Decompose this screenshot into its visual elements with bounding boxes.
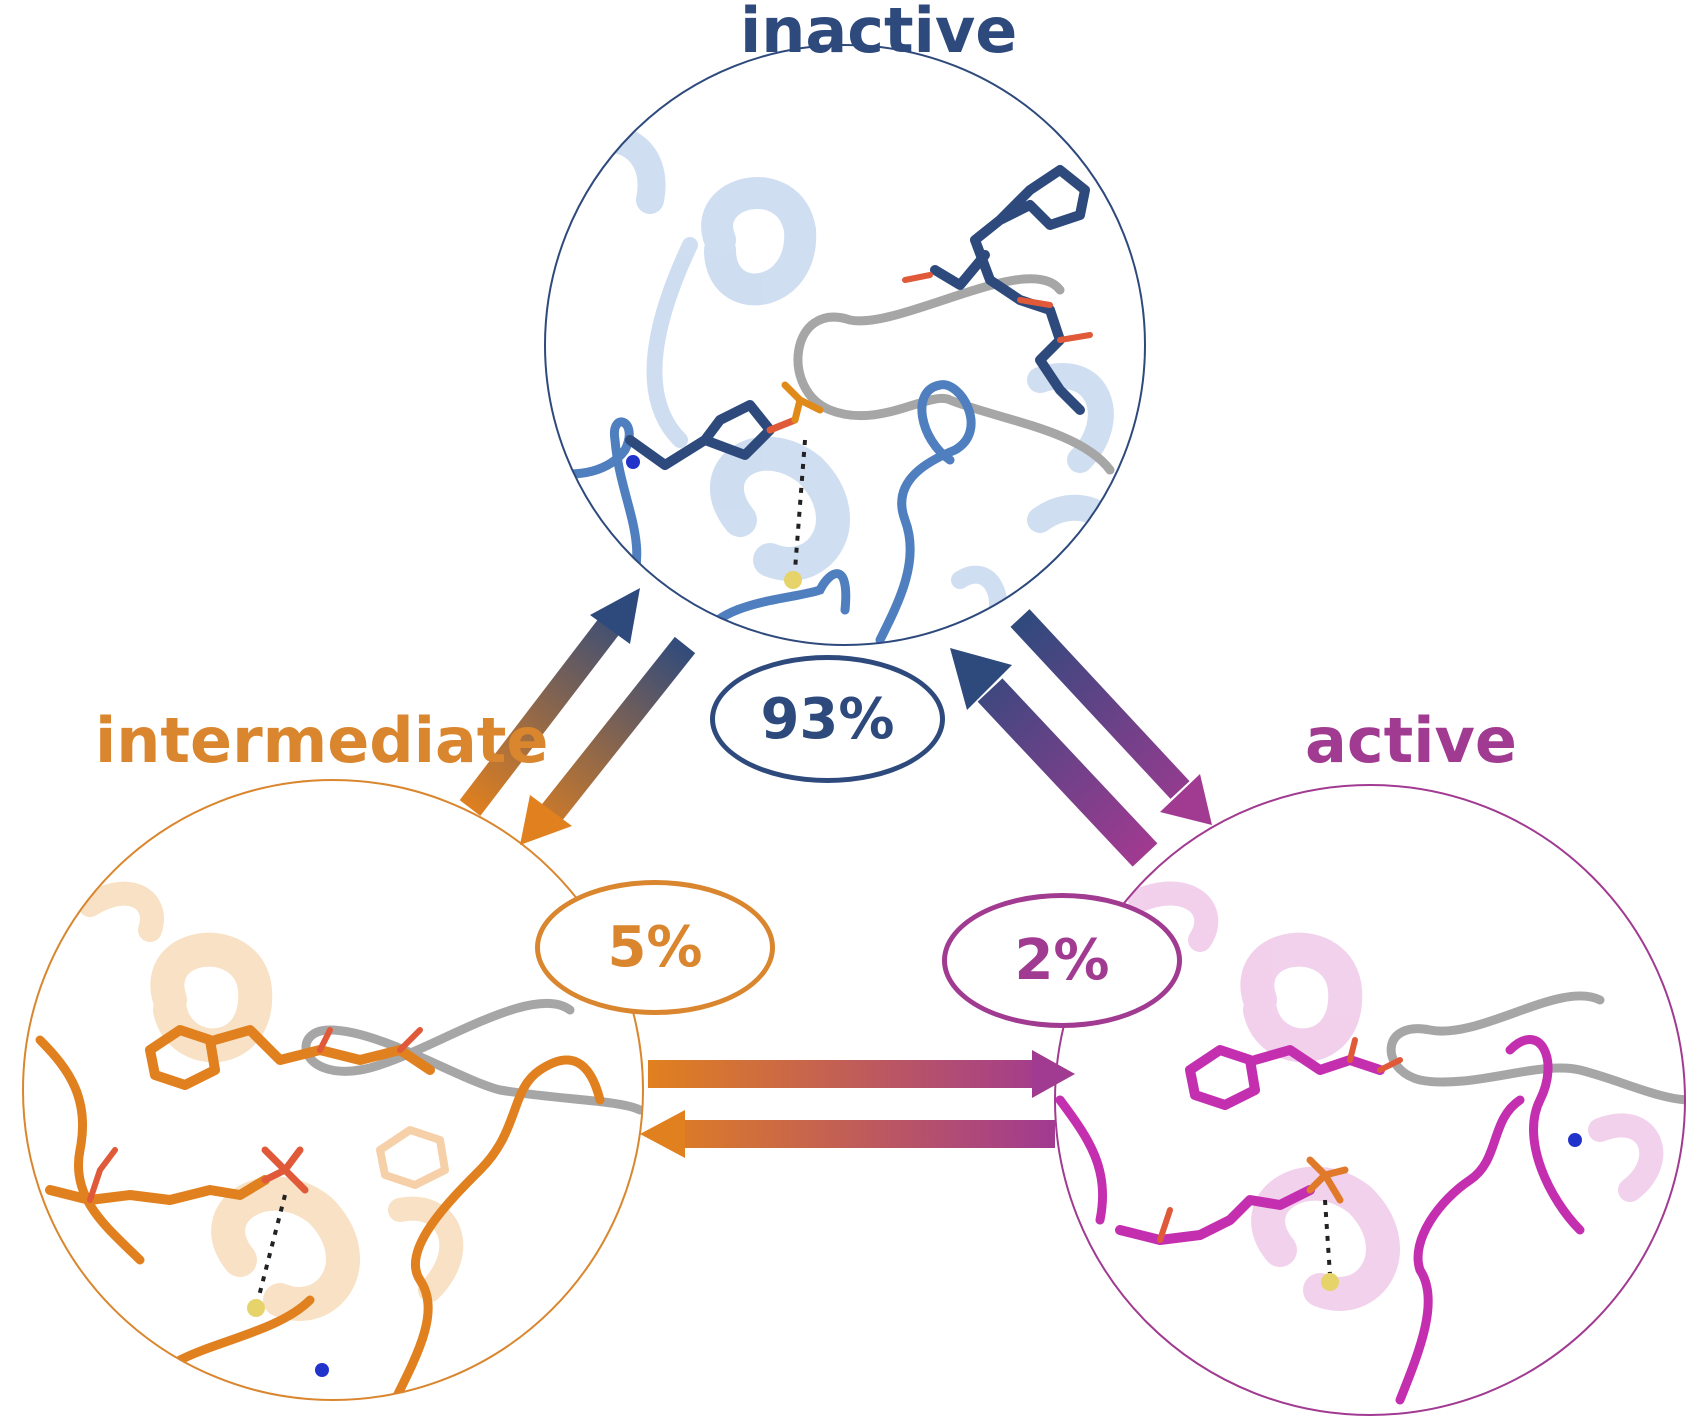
intermediate-backbone-ribbon bbox=[35, 1035, 605, 1400]
inactive-structure-panel bbox=[544, 44, 1146, 646]
active-side-chains bbox=[1115, 1037, 1403, 1245]
intermediate-state-label: intermediate bbox=[95, 704, 549, 777]
active-panel-outline bbox=[1054, 784, 1686, 1416]
transition-arrows bbox=[459, 588, 1212, 1158]
inactive-side-chains bbox=[625, 165, 1093, 470]
arrow-intermediate-to-active bbox=[648, 1050, 1075, 1098]
intermediate-sulfur-atom bbox=[247, 1299, 265, 1317]
active-nitrogen-atom bbox=[1568, 1133, 1582, 1147]
active-gray-loop bbox=[1386, 991, 1685, 1105]
arrow-active-to-inactive bbox=[950, 648, 1158, 867]
arrow-intermediate-to-inactive bbox=[459, 588, 640, 816]
active-population-badge: 2% bbox=[942, 893, 1182, 1028]
intermediate-population-badge: 5% bbox=[535, 880, 775, 1015]
inactive-sulfur-atom bbox=[784, 571, 802, 589]
intermediate-side-chains bbox=[45, 1025, 449, 1205]
active-structure-panel bbox=[1054, 784, 1686, 1416]
inactive-state-label: inactive bbox=[740, 0, 1018, 67]
active-state-label: active bbox=[1305, 704, 1517, 777]
arrow-inactive-to-active bbox=[1010, 609, 1212, 825]
intermediate-nitrogen-atom bbox=[315, 1363, 329, 1377]
active-backbone-ribbon bbox=[1055, 1035, 1585, 1405]
active-sulfur-atom bbox=[1321, 1273, 1339, 1291]
inactive-hydrogen-bond bbox=[793, 439, 807, 571]
inactive-gray-loop bbox=[793, 274, 1115, 475]
inactive-backbone-ribbon bbox=[545, 380, 976, 645]
intermediate-helix-background bbox=[78, 881, 464, 1321]
arrow-active-to-intermediate bbox=[640, 1110, 1055, 1158]
intermediate-panel-outline bbox=[22, 779, 644, 1401]
arrow-inactive-to-intermediate bbox=[520, 636, 696, 845]
intermediate-structure-panel bbox=[22, 779, 644, 1401]
inactive-population-badge: 93% bbox=[710, 655, 945, 783]
inactive-nitrogen-atom bbox=[626, 455, 640, 469]
active-hydrogen-bond bbox=[1323, 1199, 1332, 1276]
intermediate-gray-loop bbox=[301, 999, 643, 1115]
inactive-helix-background bbox=[546, 124, 1128, 639]
inactive-panel-outline bbox=[544, 44, 1146, 646]
